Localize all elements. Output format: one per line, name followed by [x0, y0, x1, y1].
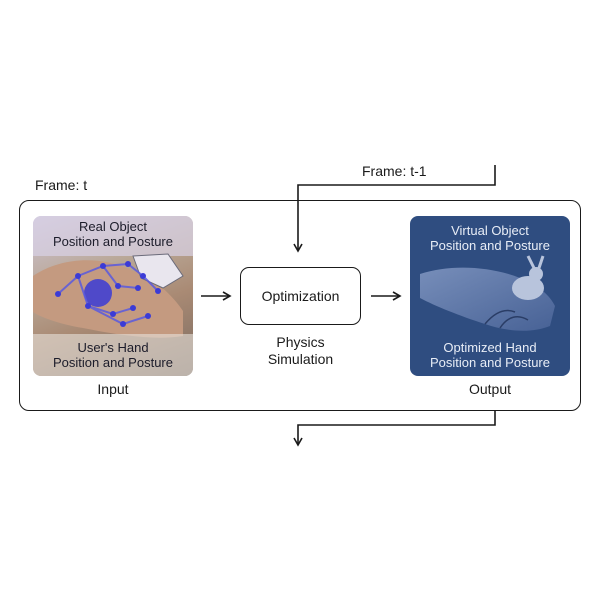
feedback-arrow	[293, 165, 496, 253]
optimization-label: Optimization	[261, 288, 340, 304]
output-panel: Virtual Object Position and Posture Opti…	[410, 216, 570, 376]
input-caption: Input	[97, 381, 129, 397]
physics-simulation-label: Physics Simulation	[267, 334, 334, 367]
prev-frame-label: Frame: t-1	[362, 163, 427, 179]
optimized-hand-label: Optimized Hand Position and Posture	[430, 340, 550, 370]
optimization-box: Optimization	[240, 267, 361, 325]
users-hand-label: User's Hand Position and Posture	[53, 340, 173, 370]
arrow-down-icon	[293, 411, 496, 447]
frame-label: Frame: t	[35, 177, 88, 193]
virtual-object-label: Virtual Object Position and Posture	[430, 223, 550, 253]
hand-photo-image	[33, 216, 193, 376]
input-panel: Real Object Position and Posture User's …	[33, 216, 193, 376]
frame-container	[19, 200, 581, 411]
real-object-label: Real Object Position and Posture	[53, 219, 173, 249]
virtual-hand-rabbit-image	[420, 255, 555, 331]
output-caption: Output	[468, 381, 512, 397]
